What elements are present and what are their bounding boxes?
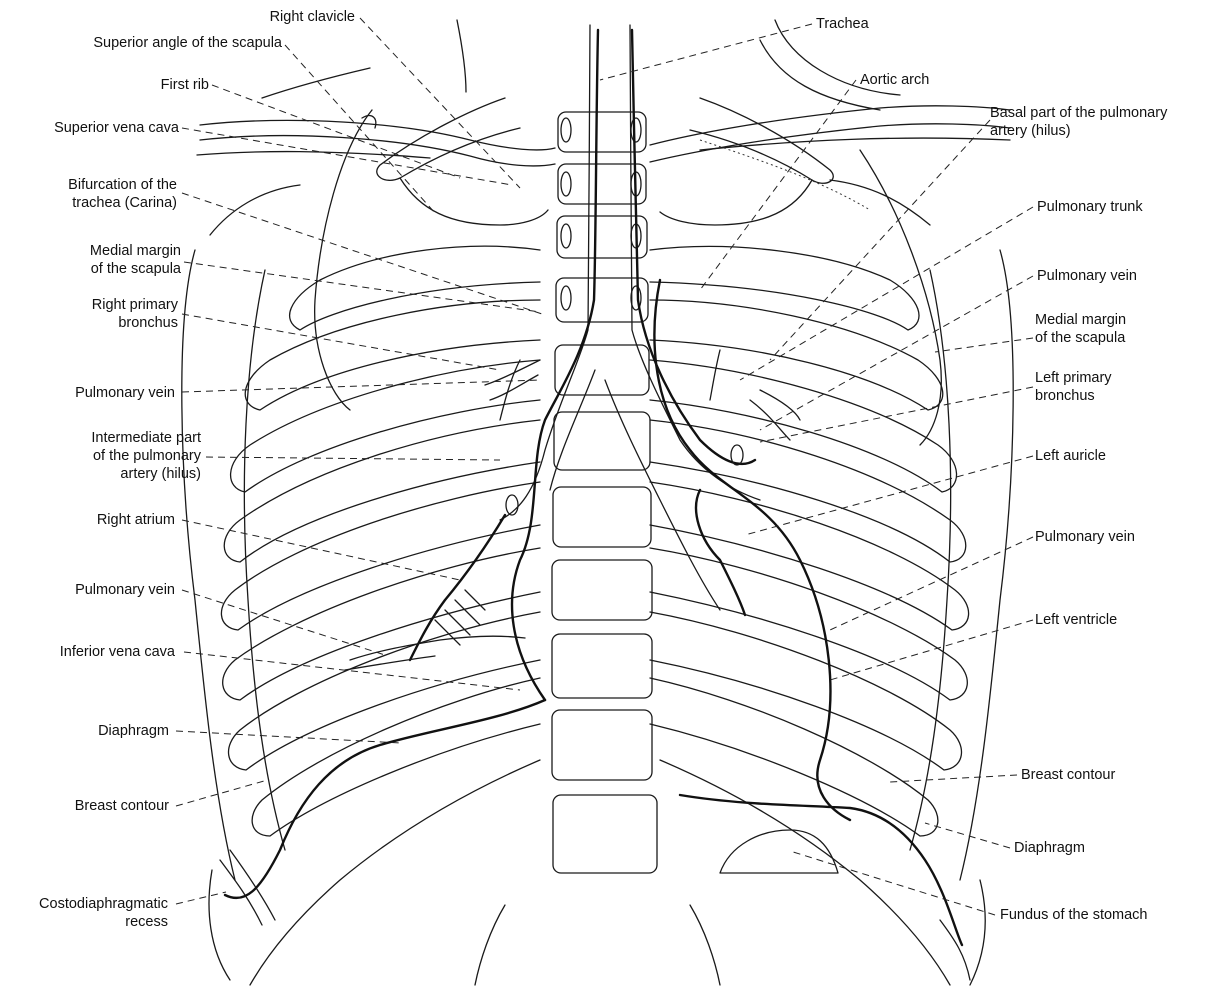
label-medial-margin-right-l1: Medial margin (90, 243, 181, 260)
label-medial-margin-left-l1: Medial margin (1035, 312, 1126, 329)
label-superior-angle-scapula: Superior angle of the scapula (93, 35, 282, 52)
label-medial-margin-left-l2: of the scapula (1035, 330, 1125, 347)
stomach-fundus (720, 830, 838, 873)
label-left-bronchus-l1: Left primary (1035, 370, 1112, 387)
leader-lines-right (600, 24, 1033, 915)
ribs-right-side (182, 98, 548, 925)
label-costo-l2: recess (125, 914, 168, 931)
label-basal-l1: Basal part of the pulmonary (990, 105, 1167, 122)
label-basal-l2: artery (hilus) (990, 123, 1071, 140)
label-intermediate-l1: Intermediate part (91, 430, 201, 447)
label-diaphragm-right: Diaphragm (98, 723, 169, 740)
label-left-ventricle: Left ventricle (1035, 612, 1117, 629)
label-carina-line2: trachea (Carina) (72, 195, 177, 212)
label-intermediate-l2: of the pulmonary (93, 448, 201, 465)
label-pulmonary-vein-left-1: Pulmonary vein (1037, 268, 1137, 285)
dotted-margin (700, 140, 870, 210)
trachea-bronchi (500, 25, 760, 610)
label-right-bronchus-l2: bronchus (118, 315, 178, 332)
label-left-bronchus-l2: bronchus (1035, 388, 1095, 405)
label-pulmonary-vein-right-1: Pulmonary vein (75, 385, 175, 402)
label-diaphragm-left: Diaphragm (1014, 840, 1085, 857)
label-intermediate-l3: artery (hilus) (120, 466, 201, 483)
label-breast-contour-left: Breast contour (1021, 767, 1115, 784)
label-breast-contour-right: Breast contour (75, 798, 169, 815)
label-fundus-stomach: Fundus of the stomach (1000, 907, 1148, 924)
label-right-atrium: Right atrium (97, 512, 175, 529)
vertebral-column (552, 112, 657, 873)
label-inferior-vena-cava: Inferior vena cava (60, 644, 175, 661)
label-pulmonary-vein-right-2: Pulmonary vein (75, 582, 175, 599)
label-superior-vena-cava: Superior vena cava (54, 120, 179, 137)
label-right-clavicle: Right clavicle (270, 9, 355, 26)
label-carina-line1: Bifurcation of the (68, 177, 177, 194)
label-right-bronchus-l1: Right primary (92, 297, 178, 314)
label-aortic-arch: Aortic arch (860, 72, 929, 89)
label-trachea: Trachea (816, 16, 869, 33)
label-pulmonary-trunk: Pulmonary trunk (1037, 199, 1143, 216)
body-outline (197, 20, 1010, 985)
label-pulmonary-vein-left-2: Pulmonary vein (1035, 529, 1135, 546)
label-left-auricle: Left auricle (1035, 448, 1106, 465)
label-medial-margin-right-l2: of the scapula (91, 261, 181, 278)
label-costo-l1: Costodiaphragmatic (39, 896, 168, 913)
label-first-rib: First rib (161, 77, 209, 94)
clavicles (200, 106, 1010, 166)
